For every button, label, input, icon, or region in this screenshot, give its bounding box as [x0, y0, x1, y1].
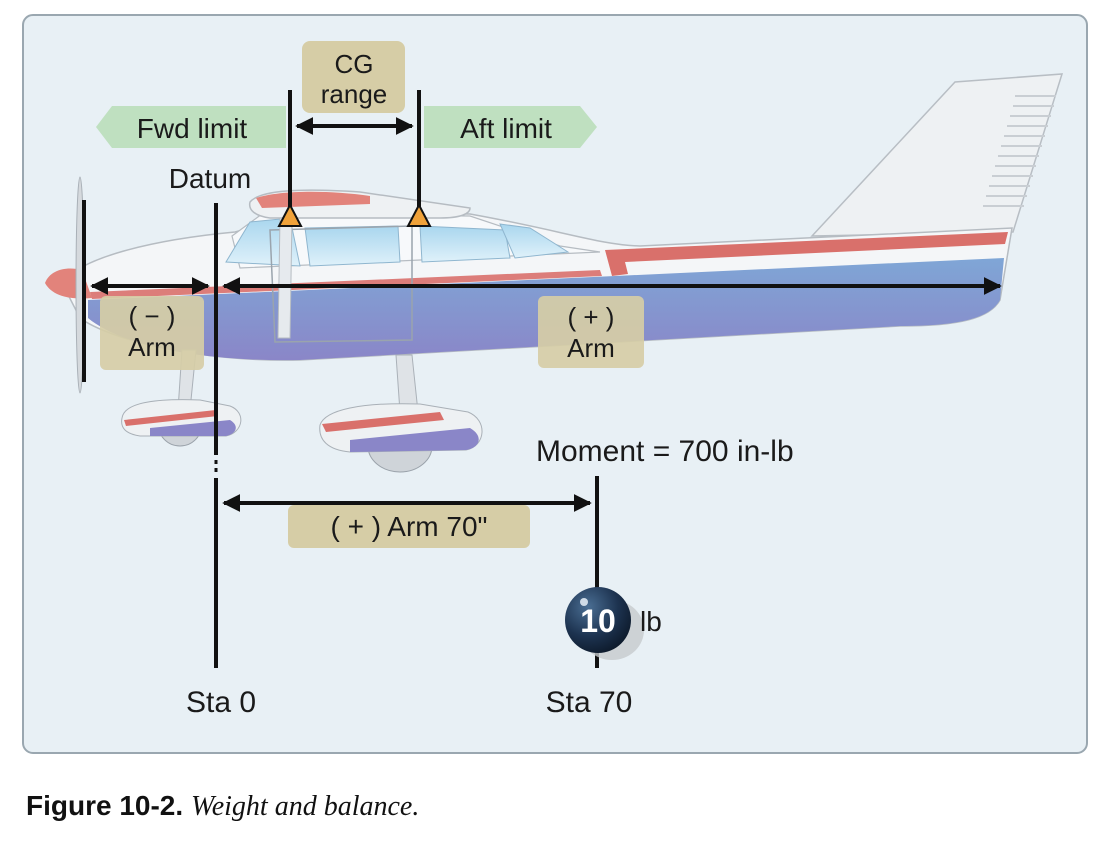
sta-0-label: Sta 0 [186, 686, 256, 719]
cg-range-line2: range [321, 79, 388, 109]
cg-range-line1: CG [335, 49, 374, 79]
moment-label: Moment = 700 in-lb [536, 435, 794, 468]
cg-range-box [302, 41, 405, 113]
arm70-label: ( + ) Arm 70" [331, 511, 488, 542]
figure-number: Figure 10-2. [26, 790, 184, 821]
fwd-limit-label: Fwd limit [137, 113, 248, 144]
aft-limit-tag [424, 106, 597, 148]
neg-arm-label: Arm [128, 332, 176, 362]
datum-label: Datum [169, 163, 251, 194]
aft-limit-label: Aft limit [460, 113, 552, 144]
figure-caption: Figure 10-2. Weight and balance. [26, 790, 419, 823]
weight-value: 10 [580, 603, 616, 639]
aft-cg-triangle [406, 202, 432, 227]
pos-arm-sign: ( + ) [568, 302, 615, 332]
weight-highlight [580, 598, 588, 606]
figure-title: Weight and balance. [190, 791, 420, 822]
arm70-box [288, 505, 530, 548]
pos-arm-box [538, 296, 644, 368]
fwd-limit-tag [96, 106, 286, 148]
neg-arm-box [100, 296, 204, 370]
fwd-cg-triangle [277, 202, 303, 227]
pos-arm-label: Arm [567, 333, 615, 363]
neg-arm-sign: ( − ) [129, 301, 176, 331]
sta-70-label: Sta 70 [546, 686, 633, 719]
weight-unit: lb [640, 606, 662, 637]
